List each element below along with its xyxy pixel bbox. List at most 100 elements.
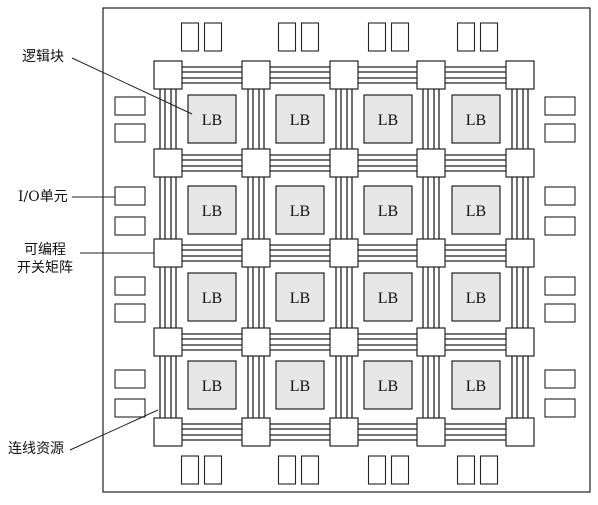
io-cell-left	[114, 398, 146, 418]
logic-block-box	[451, 185, 501, 235]
io-cell-left	[114, 303, 146, 323]
io-cell-left	[114, 369, 146, 389]
switch-matrix	[505, 148, 535, 178]
logic-block: LB	[275, 94, 325, 144]
switch-matrix	[505, 417, 535, 447]
io-cells	[114, 22, 576, 485]
switch-matrix	[153, 327, 183, 357]
io-cell-left	[114, 186, 146, 206]
interconnect-wires	[159, 66, 529, 441]
logic-block-box	[363, 185, 413, 235]
logic-block-box	[187, 185, 237, 235]
io-cell-top	[277, 22, 297, 52]
label-interconnect: 连线资源	[8, 441, 64, 457]
switch-matrix	[416, 327, 446, 357]
io-cell-top	[180, 22, 200, 52]
io-cell-left	[114, 123, 146, 143]
switch-matrix	[241, 148, 271, 178]
io-cell-right	[544, 369, 576, 389]
io-cell-bottom	[180, 455, 200, 485]
logic-block: LB	[187, 94, 237, 144]
logic-block: LB	[363, 185, 413, 235]
io-cell-bottom	[479, 455, 499, 485]
switch-matrix	[153, 148, 183, 178]
logic-block-box	[275, 94, 325, 144]
logic-block: LB	[363, 360, 413, 410]
io-cell-left	[114, 216, 146, 236]
logic-block-label: LB	[202, 112, 222, 129]
leader-logic-block	[71, 57, 193, 115]
io-cell-top	[456, 22, 476, 52]
logic-block-label: LB	[466, 378, 486, 395]
io-cell-bottom	[203, 455, 223, 485]
io-cell-right	[544, 276, 576, 296]
logic-block-label: LB	[466, 112, 486, 129]
switch-matrix	[329, 327, 359, 357]
logic-blocks: LB LB LB LB LB LB LB LB LB LB LB LB LB LB LB LB	[187, 94, 501, 410]
io-cell-right	[544, 216, 576, 236]
switch-matrix	[329, 238, 359, 268]
logic-block: LB	[275, 360, 325, 410]
logic-block: LB	[187, 360, 237, 410]
switch-matrix	[505, 238, 535, 268]
logic-block-box	[363, 272, 413, 322]
logic-block-box	[363, 94, 413, 144]
logic-block-box	[187, 94, 237, 144]
label-switch-matrix: 可编程 开关矩阵	[10, 241, 80, 277]
logic-block-label: LB	[290, 203, 310, 220]
switch-matrix	[329, 417, 359, 447]
logic-block-label: LB	[466, 290, 486, 307]
logic-block: LB	[363, 272, 413, 322]
logic-block-label: LB	[202, 290, 222, 307]
switch-matrix	[241, 238, 271, 268]
switch-matrix	[241, 60, 271, 90]
io-cell-top	[367, 22, 387, 52]
io-cell-bottom	[390, 455, 410, 485]
logic-block-label: LB	[466, 203, 486, 220]
logic-block-box	[451, 360, 501, 410]
leader-interconnect	[69, 409, 159, 451]
label-switch-matrix-line1: 可编程	[24, 242, 66, 258]
switch-matrix	[241, 417, 271, 447]
logic-block-box	[275, 272, 325, 322]
io-cell-left	[114, 96, 146, 116]
logic-block-box	[363, 360, 413, 410]
switch-matrix	[153, 417, 183, 447]
logic-block-box	[187, 360, 237, 410]
logic-block-label: LB	[378, 378, 398, 395]
switch-matrix	[505, 60, 535, 90]
switch-matrix	[153, 60, 183, 90]
logic-block: LB	[275, 272, 325, 322]
io-cell-right	[544, 123, 576, 143]
io-cell-bottom	[367, 455, 387, 485]
io-cell-right	[544, 303, 576, 323]
switch-matrix	[329, 148, 359, 178]
label-io-cell: I/O单元	[18, 189, 68, 205]
callout-leader-lines	[69, 57, 193, 451]
logic-block-label: LB	[202, 378, 222, 395]
logic-block: LB	[363, 94, 413, 144]
logic-block: LB	[451, 360, 501, 410]
logic-block-label: LB	[378, 203, 398, 220]
label-switch-matrix-line2: 开关矩阵	[17, 260, 73, 276]
logic-block: LB	[187, 185, 237, 235]
logic-block-box	[275, 360, 325, 410]
switch-matrix	[241, 327, 271, 357]
logic-block-box	[187, 272, 237, 322]
logic-block: LB	[451, 185, 501, 235]
logic-block-label: LB	[202, 203, 222, 220]
logic-block-label: LB	[290, 378, 310, 395]
switch-matrices	[153, 60, 535, 447]
io-cell-top	[390, 22, 410, 52]
logic-block: LB	[451, 272, 501, 322]
switch-matrix	[416, 60, 446, 90]
switch-matrix	[153, 238, 183, 268]
io-cell-right	[544, 96, 576, 116]
io-cell-right	[544, 398, 576, 418]
logic-block-label: LB	[378, 290, 398, 307]
io-cell-left	[114, 276, 146, 296]
switch-matrix	[505, 327, 535, 357]
io-cell-bottom	[277, 455, 297, 485]
label-logic-block: 逻辑块	[22, 49, 64, 65]
